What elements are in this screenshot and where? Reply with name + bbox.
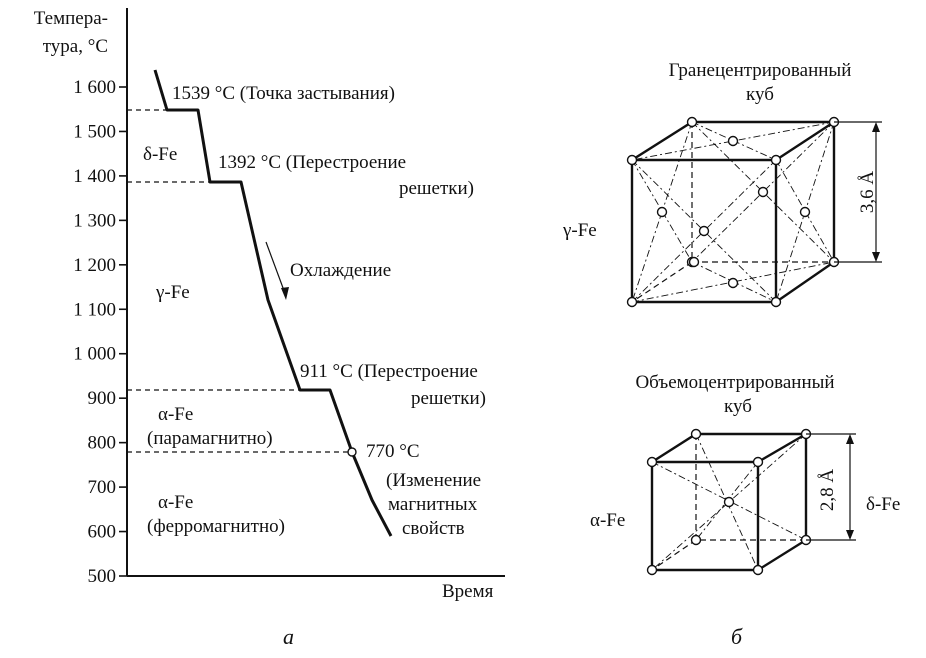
plateau-1539-label: 1539 °С (Точка застывания) [172, 83, 395, 104]
panel-letter-a: а [283, 624, 294, 649]
region-alpha-ferro-line1: α-Fe [158, 492, 193, 513]
plateau-1392-label-2: решетки) [399, 178, 474, 199]
plateau-911-label: 911 °С (Перестроение [300, 361, 478, 382]
region-gamma-fe: γ-Fe [155, 282, 190, 303]
curie-point-marker [347, 447, 357, 457]
curie-note-line2: магнитных [388, 494, 478, 515]
bcc-phase-right: δ-Fe [866, 494, 900, 515]
y-tick-label: 1 000 [73, 344, 116, 365]
region-delta-fe: δ-Fe [143, 144, 177, 165]
y-tick-label: 1 300 [73, 210, 116, 231]
fcc-atom [727, 277, 739, 289]
axis-title-line1: Темпера- [34, 8, 108, 29]
bcc-atom [723, 496, 735, 508]
y-tick-group: 1 600 1 500 1 400 1 300 1 200 1 100 1 000 900 80… [73, 77, 127, 587]
fcc-cube-panel: Гранецентрированный куб γ-Fe 3,6 Å [562, 60, 882, 308]
bcc-title-line2: куб [724, 396, 752, 417]
fcc-atom [698, 225, 710, 237]
bcc-atom-group [646, 428, 812, 576]
fcc-atom [656, 206, 668, 218]
y-tick-label: 1 400 [73, 166, 116, 187]
axis-title-line2: тура, °С [43, 36, 108, 57]
bcc-atom [752, 564, 764, 576]
y-tick-label: 1 600 [73, 77, 116, 98]
y-tick-label: 800 [88, 433, 117, 454]
plateau-1392-label: 1392 °С (Перестроение [218, 152, 406, 173]
bcc-atom [690, 428, 702, 440]
y-tick-label: 1 200 [73, 255, 116, 276]
y-tick-label: 700 [88, 477, 117, 498]
fcc-atom [799, 206, 811, 218]
bcc-atom [752, 456, 764, 468]
fcc-atom [688, 256, 700, 268]
fcc-atom [770, 154, 782, 166]
bcc-dimension-label: 2,8 Å [817, 469, 838, 512]
curie-note-line3: свойств [402, 518, 465, 539]
bcc-atom [646, 456, 658, 468]
fcc-atom [626, 154, 638, 166]
bcc-cube-panel: Объемоцентрированный куб α-Fe δ-Fe 2,8 Å [590, 372, 900, 576]
fcc-title-line2: куб [746, 84, 774, 105]
region-alpha-ferro-line2: (ферромагнитно) [147, 516, 285, 537]
fcc-atom [770, 296, 782, 308]
fcc-atom [626, 296, 638, 308]
y-tick-label: 500 [88, 566, 117, 587]
fcc-dimension-label: 3,6 Å [857, 171, 878, 214]
bcc-phase-left: α-Fe [590, 510, 625, 531]
fcc-atom [727, 135, 739, 147]
y-tick-label: 600 [88, 522, 117, 543]
curie-note-line1: (Изменение [386, 470, 481, 491]
cooling-curve [153, 69, 393, 537]
bcc-atom [690, 534, 702, 546]
y-tick-label: 1 500 [73, 121, 116, 142]
fcc-atom-group [626, 116, 840, 308]
fcc-title-line1: Гранецентрированный [669, 60, 852, 81]
fcc-atom [686, 116, 698, 128]
fcc-atom [757, 186, 769, 198]
cooling-arrow [265, 241, 287, 297]
plateau-911-label-2: решетки) [411, 388, 486, 409]
fcc-phase-label: γ-Fe [562, 220, 597, 241]
region-alpha-para-line2: (парамагнитно) [147, 428, 273, 449]
bcc-atom [646, 564, 658, 576]
curie-point-label: 770 °С [366, 441, 420, 462]
x-axis-label: Время [442, 581, 494, 602]
region-alpha-para-line1: α-Fe [158, 404, 193, 425]
y-tick-label: 1 100 [73, 299, 116, 320]
cooling-label: Охлаждение [290, 260, 391, 281]
panel-letter-b: б [731, 624, 743, 649]
y-tick-label: 900 [88, 388, 117, 409]
cooling-arrow-head [281, 287, 289, 300]
bcc-title-line1: Объемоцентрированный [635, 372, 834, 393]
